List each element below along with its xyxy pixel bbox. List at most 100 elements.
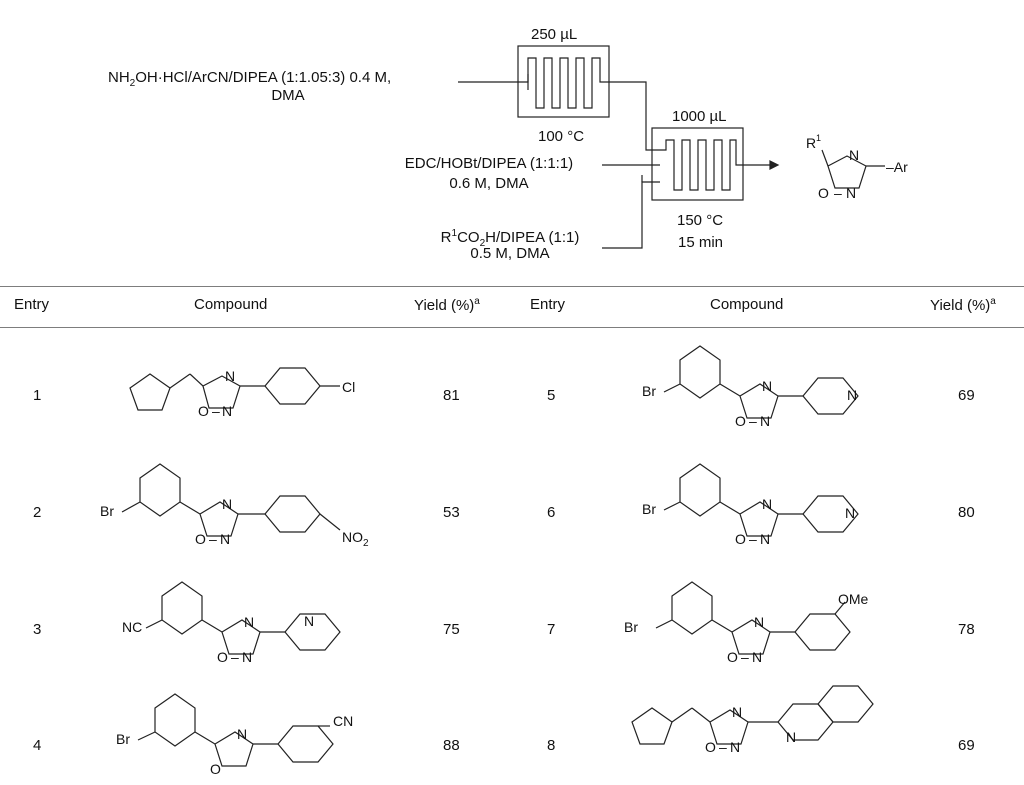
svg-text:N: N bbox=[237, 726, 247, 742]
svg-text:N: N bbox=[222, 403, 232, 419]
svg-text:OMe: OMe bbox=[838, 591, 869, 607]
svg-text:N: N bbox=[244, 614, 254, 630]
header-entry-left: Entry bbox=[14, 296, 50, 313]
feed3-label: R1CO2H/DIPEA (1:1) bbox=[440, 228, 580, 249]
entry-7: 7 bbox=[547, 621, 556, 638]
svg-text:Br: Br bbox=[100, 503, 114, 519]
compound-1-structure bbox=[129, 367, 340, 411]
svg-text:1: 1 bbox=[816, 133, 821, 143]
svg-text:N: N bbox=[304, 613, 314, 629]
svg-text:N: N bbox=[730, 739, 740, 755]
svg-text:N: N bbox=[786, 729, 796, 745]
compound-4-structure bbox=[137, 693, 334, 767]
feed2-label: EDC/HOBt/DIPEA (1:1:1) bbox=[404, 155, 574, 172]
svg-text:Br: Br bbox=[642, 501, 656, 517]
svg-text:Br: Br bbox=[624, 619, 638, 635]
svg-text:R: R bbox=[806, 135, 816, 151]
yield-7: 78 bbox=[958, 621, 975, 638]
entry-3: 3 bbox=[33, 621, 42, 638]
compound-structures: NO–N Cl Br NO–N NO2 NC NO–N N Br NO CN B… bbox=[100, 345, 874, 777]
svg-text:O: O bbox=[735, 413, 746, 429]
product-oxadiazole bbox=[821, 149, 885, 189]
yield-5: 69 bbox=[958, 387, 975, 404]
reactor1-volume: 250 µL bbox=[531, 26, 578, 43]
header-compound-right: Compound bbox=[710, 296, 784, 313]
svg-text:N: N bbox=[225, 368, 235, 384]
svg-text:N: N bbox=[754, 614, 764, 630]
svg-text:N: N bbox=[752, 649, 762, 665]
feed3-conc: 0.5 M, DMA bbox=[470, 245, 550, 262]
header-compound-left: Compound bbox=[194, 296, 268, 313]
reactor2-temp: 150 °C bbox=[677, 212, 724, 229]
svg-text:N: N bbox=[760, 531, 770, 547]
svg-text:–Ar: –Ar bbox=[886, 159, 908, 175]
compound-atom-labels: NO–N Cl Br NO–N NO2 NC NO–N N Br NO CN B… bbox=[100, 368, 869, 777]
reactor2-volume: 1000 µL bbox=[672, 108, 727, 125]
svg-text:O: O bbox=[727, 649, 738, 665]
svg-text:–: – bbox=[749, 531, 757, 547]
yield-2: 53 bbox=[443, 504, 460, 521]
entry-1: 1 bbox=[33, 387, 42, 404]
svg-text:–: – bbox=[834, 185, 842, 201]
yield-1: 81 bbox=[443, 387, 460, 404]
header-entry-right: Entry bbox=[530, 296, 566, 313]
compound-8-structure bbox=[631, 685, 874, 745]
header-yield-right: Yield (%)a bbox=[930, 296, 996, 314]
svg-text:N: N bbox=[222, 496, 232, 512]
svg-text:NO2: NO2 bbox=[342, 529, 369, 549]
entry-5: 5 bbox=[547, 387, 556, 404]
svg-text:NC: NC bbox=[122, 619, 142, 635]
svg-text:–: – bbox=[212, 403, 220, 419]
table-header-rule bbox=[0, 327, 1024, 328]
svg-text:O: O bbox=[195, 531, 206, 547]
svg-text:N: N bbox=[220, 531, 230, 547]
svg-text:N: N bbox=[762, 378, 772, 394]
svg-text:O: O bbox=[818, 185, 829, 201]
svg-text:N: N bbox=[242, 649, 252, 665]
reactor1-box bbox=[517, 45, 610, 118]
compound-6-structure bbox=[663, 463, 859, 537]
svg-text:O: O bbox=[735, 531, 746, 547]
entry-6: 6 bbox=[547, 504, 556, 521]
reactor1-temp: 100 °C bbox=[538, 128, 585, 145]
yield-3: 75 bbox=[443, 621, 460, 638]
yield-6: 80 bbox=[958, 504, 975, 521]
feed1-solvent: DMA bbox=[271, 87, 305, 104]
svg-text:N: N bbox=[845, 505, 855, 521]
entry-2: 2 bbox=[33, 504, 42, 521]
svg-text:O: O bbox=[210, 761, 221, 777]
svg-text:CN: CN bbox=[333, 713, 353, 729]
svg-text:N: N bbox=[762, 496, 772, 512]
svg-text:N: N bbox=[849, 147, 859, 163]
svg-text:N: N bbox=[732, 704, 742, 720]
svg-text:–: – bbox=[749, 413, 757, 429]
svg-text:–: – bbox=[741, 649, 749, 665]
compound-5-structure bbox=[663, 345, 859, 419]
compound-2-structure bbox=[121, 463, 341, 537]
entry-8: 8 bbox=[547, 737, 556, 754]
yield-4: 88 bbox=[443, 737, 460, 754]
svg-text:N: N bbox=[846, 185, 856, 201]
header-yield-left: Yield (%)a bbox=[414, 296, 480, 314]
svg-text:–: – bbox=[231, 649, 239, 665]
svg-text:Cl: Cl bbox=[342, 379, 355, 395]
svg-text:N: N bbox=[760, 413, 770, 429]
entry-4: 4 bbox=[33, 737, 42, 754]
svg-text:–: – bbox=[719, 739, 727, 755]
yield-8: 69 bbox=[958, 737, 975, 754]
reactor2-time: 15 min bbox=[678, 234, 724, 251]
feed2-conc: 0.6 M, DMA bbox=[449, 175, 529, 192]
table-top-rule bbox=[0, 286, 1024, 287]
svg-text:O: O bbox=[217, 649, 228, 665]
compound-7-structure bbox=[655, 581, 851, 655]
svg-text:O: O bbox=[705, 739, 716, 755]
svg-text:Br: Br bbox=[116, 731, 130, 747]
svg-text:O: O bbox=[198, 403, 209, 419]
feed1-label: NH2OH·HCl/ArCN/DIPEA (1:1.05:3) 0.4 M, bbox=[108, 69, 392, 89]
svg-text:N: N bbox=[847, 387, 857, 403]
svg-text:Br: Br bbox=[642, 383, 656, 399]
svg-text:–: – bbox=[209, 531, 217, 547]
reactor2-box bbox=[651, 127, 744, 201]
compound-3-structure bbox=[145, 581, 341, 655]
